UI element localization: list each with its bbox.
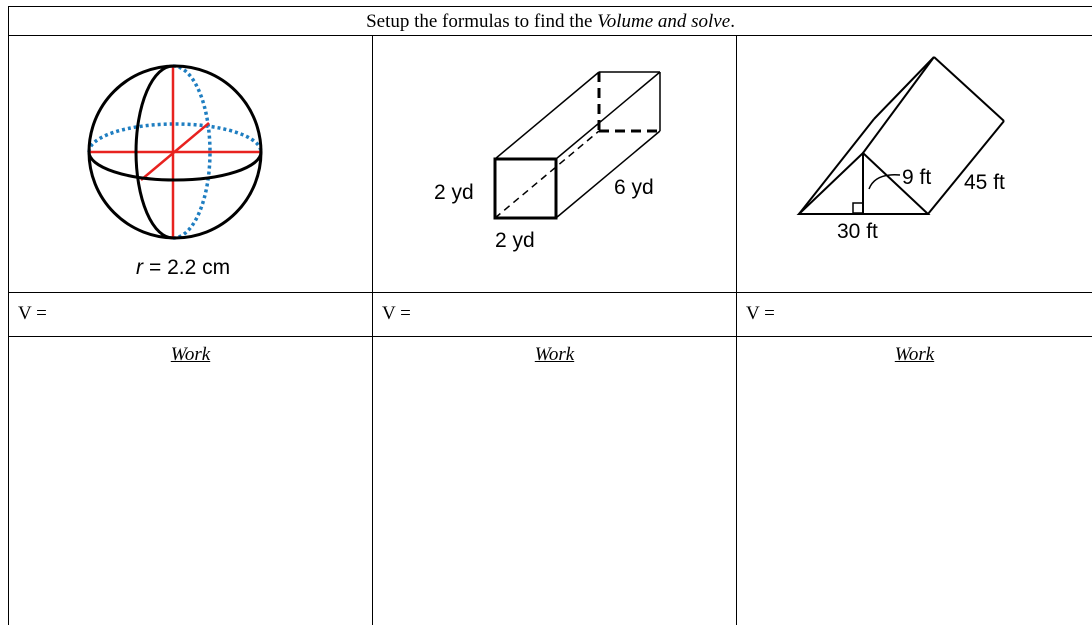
right-angle-marker	[852, 202, 864, 214]
sphere-back-meridian	[172, 64, 212, 240]
instruction-emphasis: Volume and solve	[597, 11, 731, 32]
prism-front-face	[493, 157, 558, 220]
table-left-border	[8, 6, 9, 625]
prism-hidden-edge	[494, 130, 600, 219]
work-heading: Work	[170, 344, 211, 365]
row-divider-figures	[8, 292, 1092, 293]
tri-prism-apex-edge	[862, 56, 935, 154]
tri-prism-back-edge	[933, 56, 1005, 122]
instruction-prefix: Setup the formulas to find the	[366, 11, 598, 32]
triangular-prism-cell: 9 ft 45 ft 30 ft	[737, 37, 1092, 291]
prism-height-label: 2 yd	[434, 181, 474, 204]
volume-answer-label: V =	[18, 303, 47, 324]
tri-prism-base-label: 30 ft	[837, 220, 878, 243]
work-area[interactable]	[9, 370, 372, 625]
prism-top-right-edge	[555, 71, 661, 160]
prism-length-label: 6 yd	[614, 176, 654, 199]
instruction-suffix: .	[730, 11, 735, 32]
sphere-front-meridian	[134, 64, 174, 240]
instruction-header: Setup the formulas to find the Volume an…	[8, 6, 1092, 36]
triangular-prism-figure: 9 ft 45 ft 30 ft	[796, 56, 1005, 243]
rectangular-prism-figure: 2 yd 2 yd 6 yd	[434, 71, 661, 252]
work-heading: Work	[534, 344, 575, 365]
tri-prism-left-edge	[798, 118, 875, 215]
column-divider-1	[372, 36, 373, 625]
sphere-diagonal-radius	[140, 122, 210, 181]
tri-prism-right-edge	[927, 120, 1005, 215]
prism-top-left-edge	[494, 71, 600, 160]
rectangular-prism-cell: 2 yd 2 yd 6 yd	[373, 37, 736, 291]
volume-answer-label: V =	[382, 303, 411, 324]
row-divider-answers	[8, 336, 1092, 337]
height-leader-line	[868, 174, 901, 190]
tri-prism-length-label: 45 ft	[964, 171, 1005, 194]
work-area[interactable]	[737, 370, 1092, 625]
volume-answer-label: V =	[746, 303, 775, 324]
sphere-back-equator	[87, 122, 263, 153]
sphere-front-equator	[87, 151, 263, 182]
sphere-cell: r= 2.2 cm	[9, 37, 372, 291]
sphere-figure: r= 2.2 cm	[87, 64, 263, 279]
prism-width-label: 2 yd	[495, 229, 535, 252]
sphere-radius-label: r= 2.2 cm	[136, 256, 230, 279]
column-divider-2	[736, 36, 737, 625]
prism-bottom-right-edge	[555, 130, 661, 219]
tri-prism-ridge-front	[873, 56, 935, 120]
tri-prism-height-label: 9 ft	[902, 166, 931, 189]
work-area[interactable]	[373, 370, 736, 625]
work-heading: Work	[894, 344, 935, 365]
